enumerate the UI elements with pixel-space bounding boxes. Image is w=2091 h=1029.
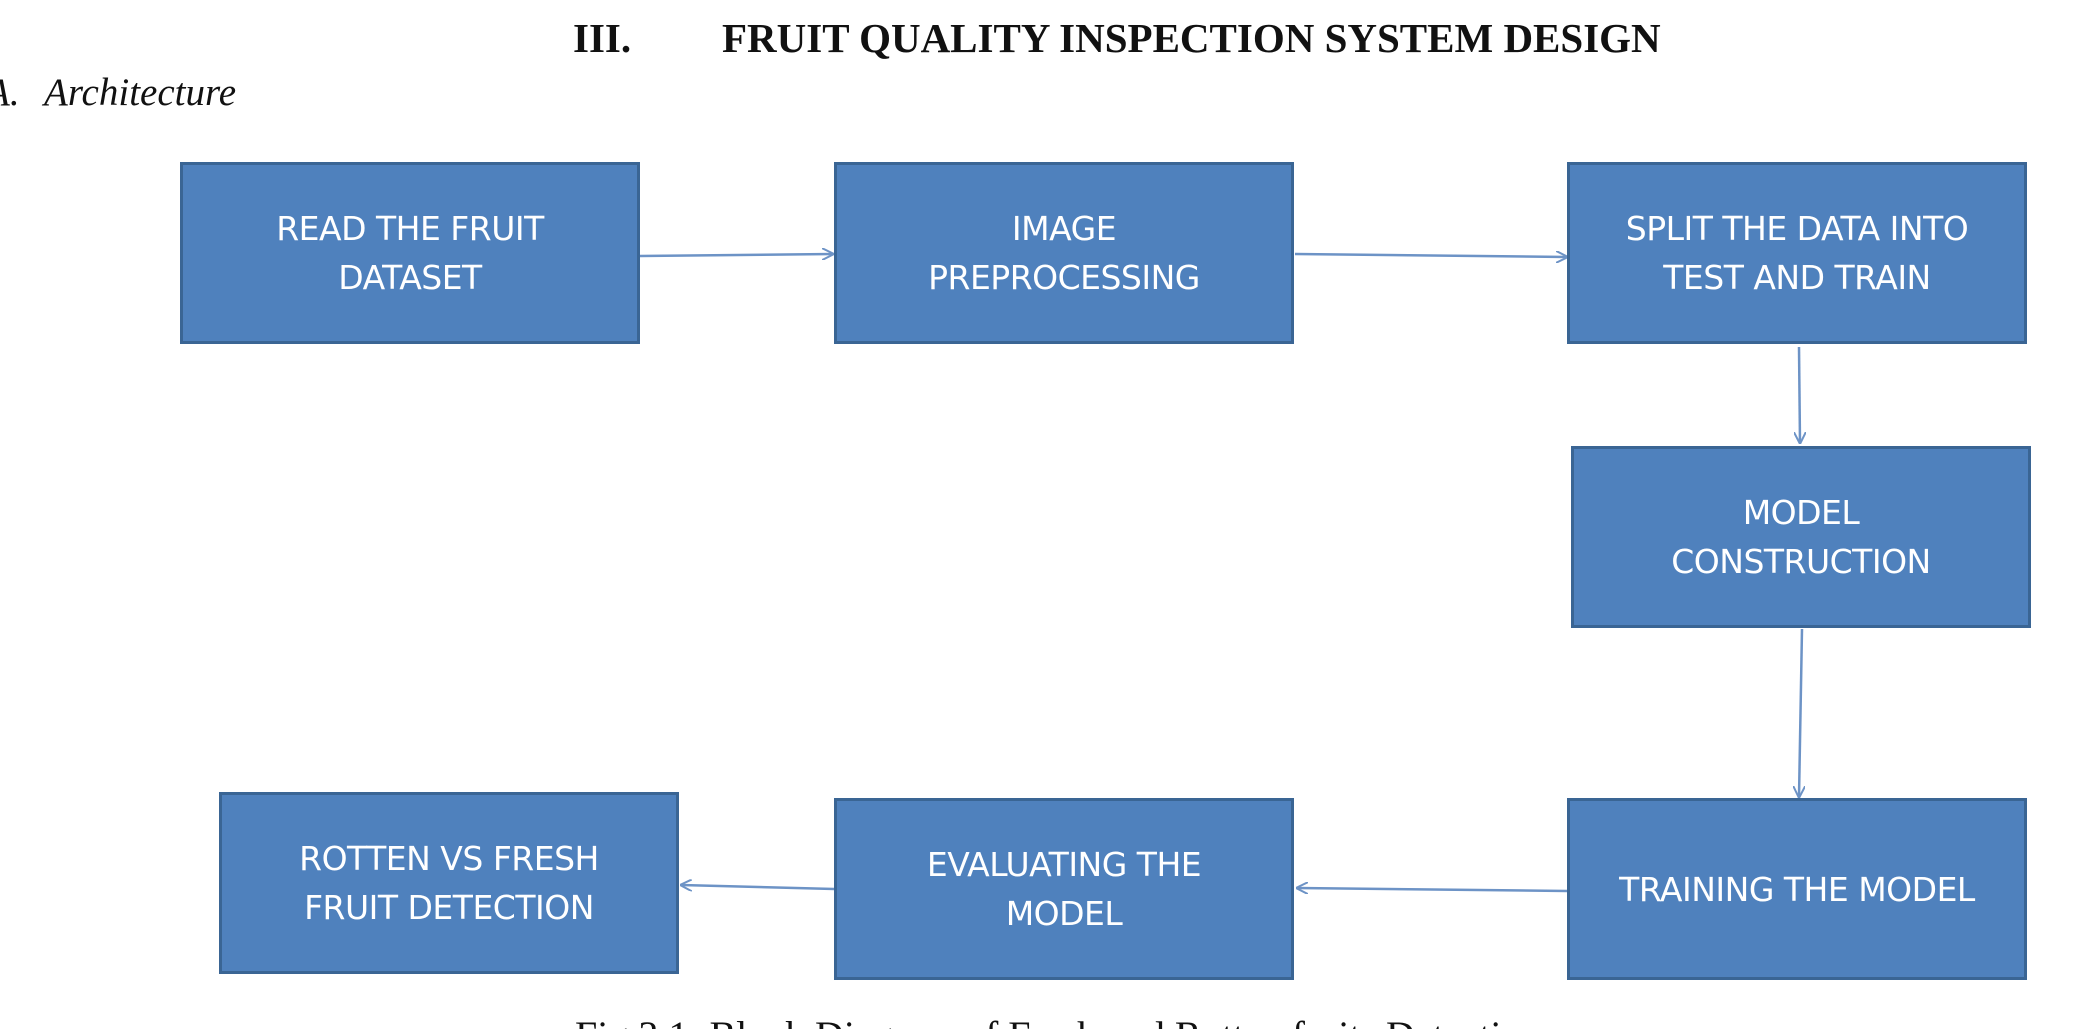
- arrow-read-to-preprocess: [639, 254, 833, 256]
- arrow-evaluate-to-detect: [681, 885, 835, 889]
- section-number: III.: [573, 15, 632, 61]
- step-training-model: TRAINING THE MODEL: [1567, 798, 2027, 980]
- section-title: FRUIT QUALITY INSPECTION SYSTEM DESIGN: [722, 15, 1661, 61]
- figure-caption: Fig 3.1: Block Diagram of Fresh and Rott…: [0, 1012, 2091, 1029]
- arrow-preprocess-to-split: [1294, 254, 1567, 257]
- subsection-title: Architecture: [44, 71, 237, 114]
- arrow-construct-to-train: [1799, 628, 1802, 797]
- step-split-data: SPLIT THE DATA INTO TEST AND TRAIN: [1567, 162, 2027, 344]
- step-evaluating-model: EVALUATING THE MODEL: [834, 798, 1294, 980]
- figure-caption-text: Fig 3.1: Block Diagram of Fresh and Rott…: [575, 1012, 1542, 1029]
- step-read-fruit-dataset: READ THE FRUIT DATASET: [180, 162, 640, 344]
- arrow-train-to-evaluate: [1297, 888, 1568, 891]
- step-fruit-detection: ROTTEN VS FRESH FRUIT DETECTION: [219, 792, 679, 974]
- section-heading: III. FRUIT QUALITY INSPECTION SYSTEM DES…: [0, 14, 2091, 70]
- subsection-letter: A.: [0, 71, 20, 114]
- arrow-split-to-construct: [1799, 346, 1800, 443]
- step-image-preprocessing: IMAGE PREPROCESSING: [834, 162, 1294, 344]
- step-model-construction: MODEL CONSTRUCTION: [1571, 446, 2031, 628]
